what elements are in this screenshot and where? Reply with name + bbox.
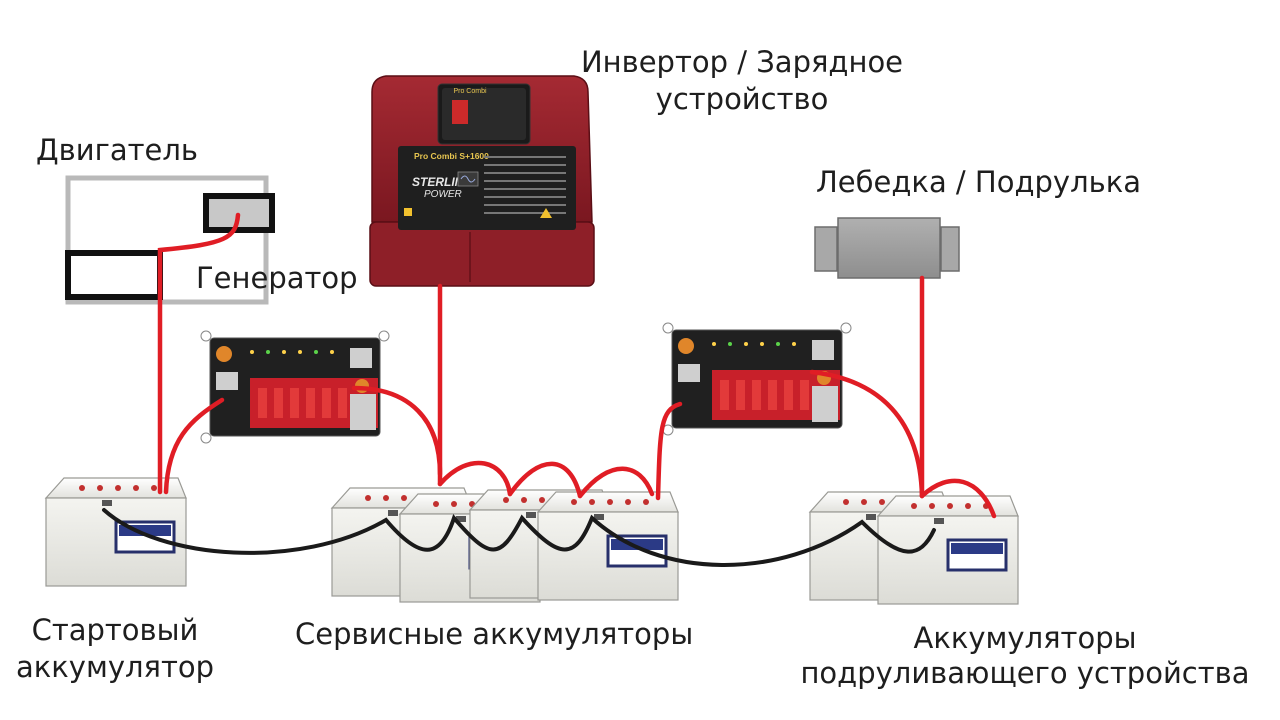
positive-cables: [157, 212, 997, 519]
service-batteries-label: Сервисные аккумуляторы: [295, 617, 694, 651]
inverter-charger: Pro Combi Pro Combi S+1600 STERLING POWE…: [369, 75, 595, 287]
thruster-batteries-label-line1: Аккумуляторы: [913, 621, 1137, 655]
inverter-label-line1: Инвертор / Зарядное: [580, 45, 904, 79]
inverter-panel-title: Pro Combi: [453, 88, 487, 95]
starting-battery: [44, 476, 188, 588]
winch-label: Лебедка / Подрулька: [816, 165, 1142, 199]
inverter-brand-2: POWER: [424, 189, 462, 200]
service-battery-4: [536, 490, 680, 602]
negative-cable: [102, 508, 936, 567]
inverter-brand-1: STERLING: [412, 175, 473, 189]
battery-charger-right: [662, 322, 852, 436]
inverter-model: Pro Combi S+1600: [414, 151, 489, 161]
start-battery-label-line2: аккумулятор: [15, 650, 215, 684]
thruster-batteries-label-line2: подруливающего устройства: [800, 656, 1250, 690]
engine-label: Двигатель: [36, 133, 198, 167]
winch-thruster: [814, 217, 960, 279]
inverter-indicator-lines: [484, 156, 566, 214]
start-battery-label-line1: Стартовый: [31, 613, 199, 647]
inverter-label-line2: устройство: [655, 82, 829, 116]
generator-label: Генератор: [196, 261, 358, 295]
generator-box: [65, 193, 275, 300]
engine-frame: [65, 175, 269, 305]
